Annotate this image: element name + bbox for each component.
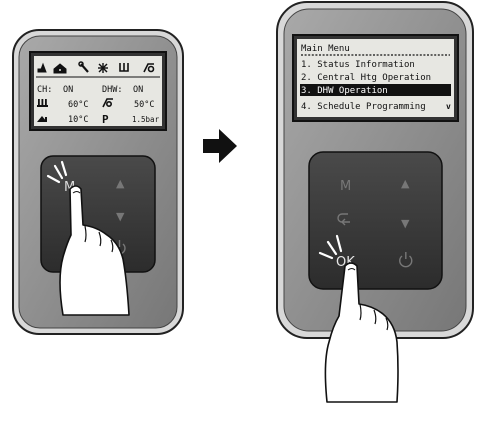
- ch-label: CH:: [37, 85, 52, 95]
- menu-item-central-htg-operation[interactable]: 2. Central Htg Operation: [301, 73, 431, 83]
- menu-item-dhw-operation[interactable]: 3. DHW Operation: [301, 86, 388, 96]
- pressure-icon: P: [102, 113, 109, 126]
- dhw-temp-value: 50°C: [134, 100, 154, 110]
- up-button[interactable]: ▲: [116, 177, 125, 190]
- pressure-value: 1.5bar: [132, 115, 160, 124]
- scroll-down-indicator: v: [446, 102, 451, 111]
- left-screen: CH: ON DHW: ON 60°C 50°C 10°C P 1.5bar: [30, 52, 166, 130]
- down-button[interactable]: ▼: [116, 210, 125, 223]
- menu-title: Main Menu: [301, 44, 350, 54]
- ch-value: ON: [63, 85, 73, 95]
- dhw-value: ON: [133, 85, 143, 95]
- dhw-label: DHW:: [102, 85, 122, 95]
- left-device: CH: ON DHW: ON 60°C 50°C 10°C P 1.5bar M…: [13, 30, 183, 334]
- right-device: Main Menu 1. Status Information 2. Centr…: [277, 2, 473, 402]
- right-keypad: M ▲ ▼ OK: [309, 152, 442, 289]
- right-arrow-icon: [203, 129, 237, 163]
- menu-item-status-information[interactable]: 1. Status Information: [301, 60, 415, 70]
- right-screen: Main Menu 1. Status Information 2. Centr…: [293, 35, 458, 121]
- menu-item-schedule-programming[interactable]: 4. Schedule Programming: [301, 102, 426, 112]
- outdoor-temp-value: 10°C: [68, 115, 88, 125]
- menu-button[interactable]: M: [340, 179, 351, 194]
- radiator-icon: [37, 99, 48, 107]
- down-button[interactable]: ▼: [401, 217, 410, 230]
- up-button[interactable]: ▲: [401, 177, 410, 190]
- flow-temp-value: 60°C: [68, 100, 88, 110]
- snowflake-icon: [98, 63, 108, 73]
